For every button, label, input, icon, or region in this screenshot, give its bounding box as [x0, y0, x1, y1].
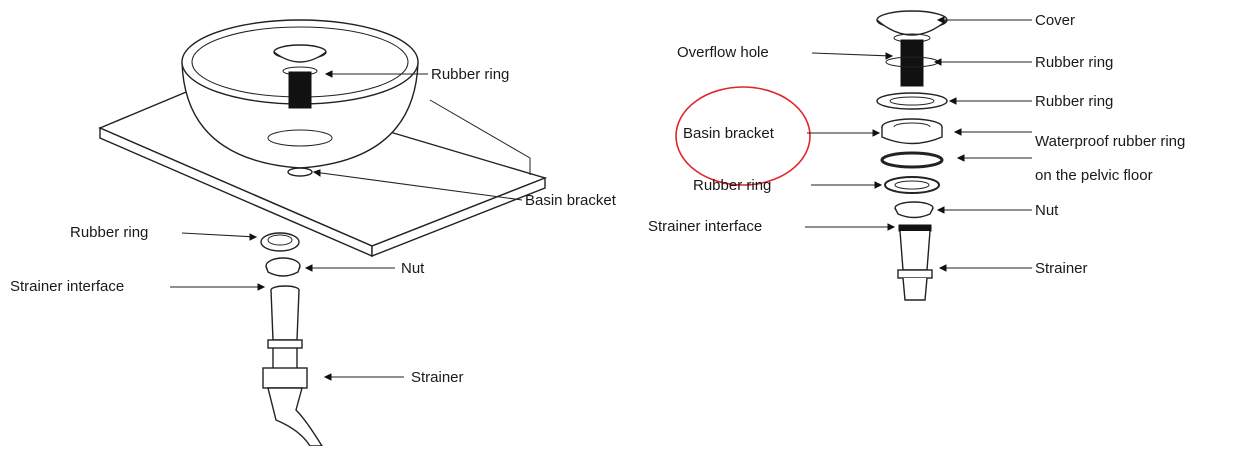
- label-right-rubber-ring-3: Rubber ring: [693, 177, 771, 194]
- right-basin-bracket-part: [881, 118, 943, 145]
- right-rubber-ring-3-part: [884, 176, 940, 194]
- label-right-strainer-interface: Strainer interface: [648, 218, 762, 235]
- label-right-overflow-hole: Overflow hole: [677, 44, 769, 61]
- label-right-cover: Cover: [1035, 12, 1075, 29]
- left-nut-part: [265, 257, 301, 277]
- label-right-basin-bracket: Basin bracket: [683, 125, 775, 142]
- left-strainer-part: [262, 285, 324, 447]
- left-drain-plug: [273, 44, 327, 109]
- label-right-strainer: Strainer: [1035, 260, 1088, 277]
- left-assembly: Rubber ring Basin bracket Rubber ring Nu…: [10, 19, 617, 447]
- label-right-waterproof-line2: on the pelvic floor: [1035, 167, 1153, 184]
- label-right-rubber-ring-2: Rubber ring: [1035, 93, 1113, 110]
- label-left-basin-bracket: Basin bracket: [525, 192, 617, 209]
- right-assembly: Cover Overflow hole Rubber ring Rubber r…: [648, 10, 1185, 301]
- right-strainer-part: [897, 224, 933, 301]
- label-left-strainer-interface: Strainer interface: [10, 278, 124, 295]
- right-cover-part: [876, 10, 948, 87]
- label-left-rubber-ring-top: Rubber ring: [431, 66, 509, 83]
- left-lower-rubber-ring-part: [260, 232, 300, 252]
- label-right-nut: Nut: [1035, 202, 1059, 219]
- right-waterproof-ring-part: [880, 151, 944, 169]
- right-leaders: [805, 16, 1032, 272]
- label-left-nut: Nut: [401, 260, 425, 277]
- left-leaders: [170, 70, 523, 381]
- right-nut-part: [894, 201, 934, 219]
- label-left-rubber-ring-lower: Rubber ring: [70, 224, 148, 241]
- label-left-strainer: Strainer: [411, 369, 464, 386]
- right-rubber-ring-2-part: [876, 92, 948, 110]
- basin-bracket-highlight: [675, 86, 811, 186]
- label-right-waterproof-line1: Waterproof rubber ring: [1035, 133, 1185, 150]
- label-right-rubber-ring-1: Rubber ring: [1035, 54, 1113, 71]
